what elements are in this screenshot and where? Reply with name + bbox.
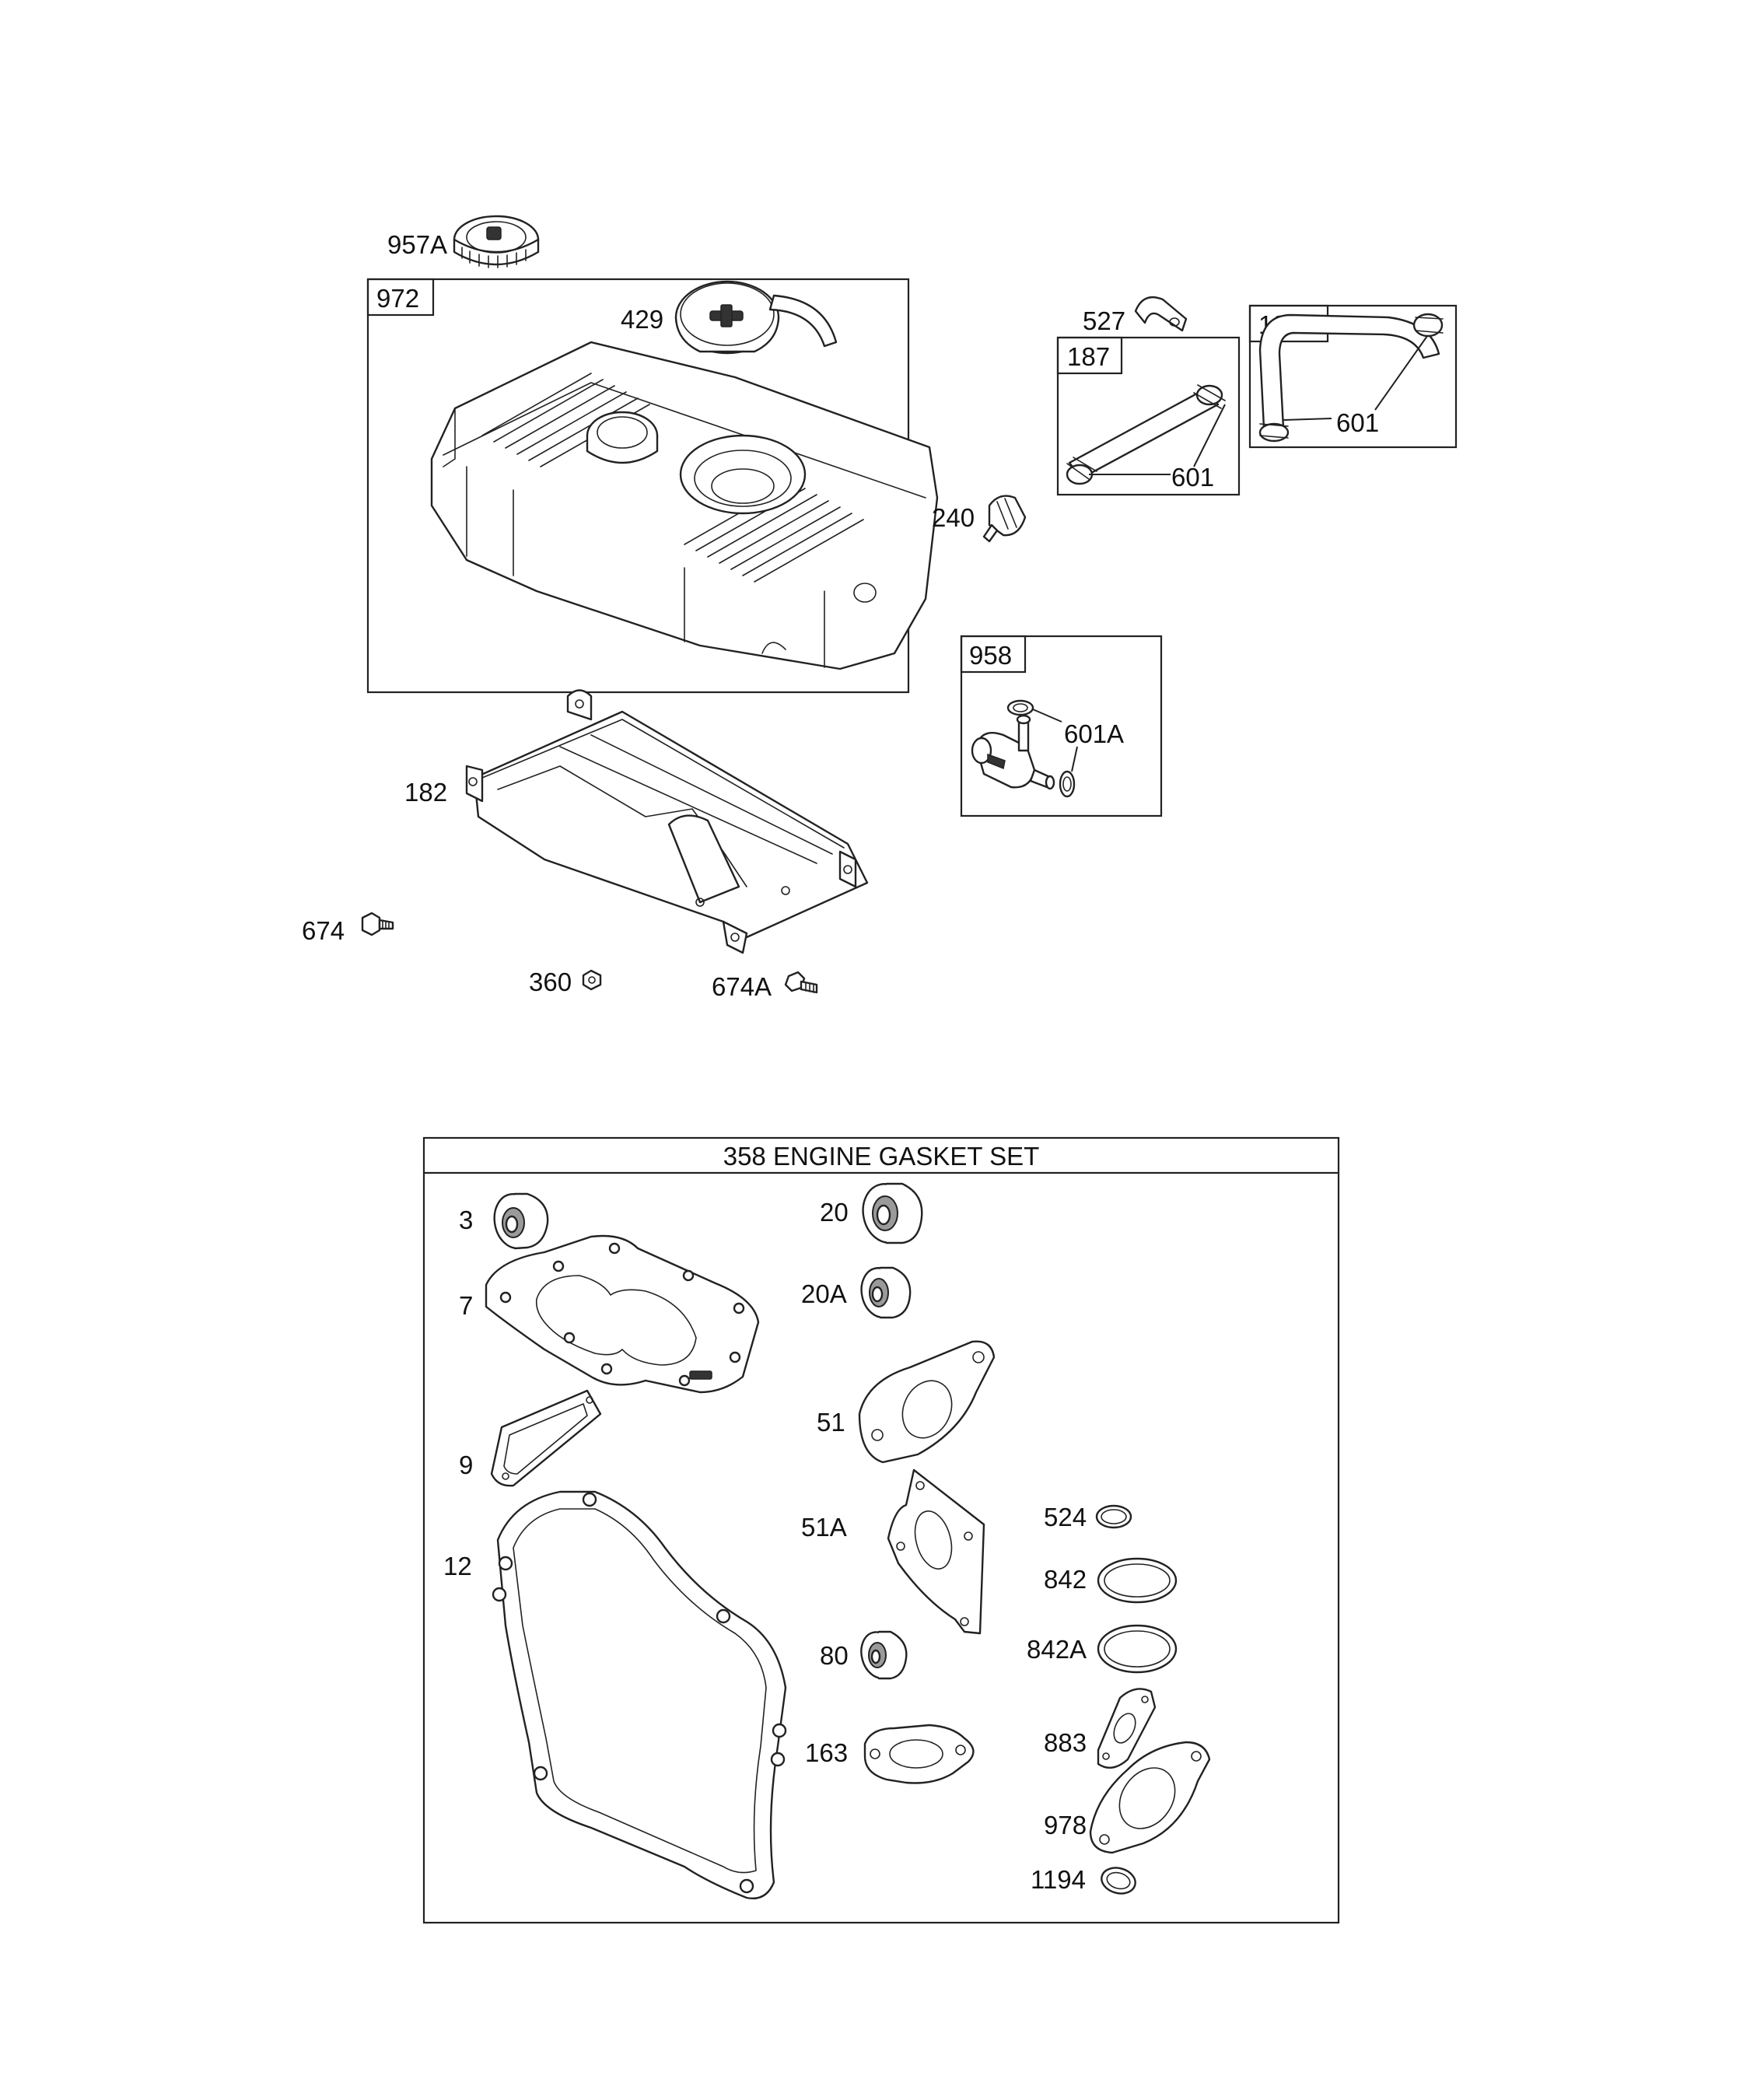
fuel-filter-240 xyxy=(982,495,1027,543)
fuel-tank-972 xyxy=(430,341,939,670)
o-ring-1194 xyxy=(1101,1867,1136,1895)
fuel-line-187 xyxy=(1066,384,1226,485)
label-429: 429 xyxy=(621,305,663,334)
seal-80 xyxy=(860,1630,908,1680)
label-842: 842 xyxy=(1044,1565,1087,1594)
label-958: 958 xyxy=(969,641,1012,670)
leader-601A-a xyxy=(1032,709,1062,723)
gasket-51 xyxy=(858,1340,996,1464)
leader-601-187-b xyxy=(1193,404,1226,467)
label-1194: 1194 xyxy=(1031,1865,1086,1894)
seal-3 xyxy=(493,1192,549,1250)
label-601-187A: 601 xyxy=(1336,408,1379,437)
fuel-line-187A xyxy=(1258,313,1444,443)
bolt-674A xyxy=(784,971,818,994)
label-524: 524 xyxy=(1044,1503,1087,1531)
gasket-163 xyxy=(863,1724,975,1784)
valve-958 xyxy=(971,714,1055,790)
label-51A: 51A xyxy=(801,1513,847,1542)
label-7: 7 xyxy=(459,1291,473,1320)
label-957A: 957A xyxy=(387,230,447,259)
head-gasket-7 xyxy=(485,1234,760,1394)
crankcase-gasket-12 xyxy=(492,1490,787,1899)
gasket-51A xyxy=(887,1468,985,1635)
o-ring-842A xyxy=(1097,1624,1178,1674)
gasket-set-box xyxy=(422,1136,1340,1924)
label-20A: 20A xyxy=(801,1279,847,1308)
label-601-187: 601 xyxy=(1171,463,1214,492)
label-163: 163 xyxy=(805,1738,848,1767)
label-187: 187 xyxy=(1067,342,1110,371)
label-674A: 674A xyxy=(712,972,772,1001)
label-674: 674 xyxy=(302,916,345,945)
label-972: 972 xyxy=(376,284,419,313)
label-842A: 842A xyxy=(1027,1635,1087,1664)
valve-958-box xyxy=(960,635,1163,817)
tank-cap-429 xyxy=(674,280,838,355)
label-80: 80 xyxy=(820,1641,849,1670)
tank-bracket-182 xyxy=(465,689,869,954)
label-51: 51 xyxy=(817,1408,845,1437)
fuel-cap-957A xyxy=(453,215,540,268)
label-9: 9 xyxy=(459,1451,473,1479)
o-ring-842 xyxy=(1097,1557,1178,1604)
label-360: 360 xyxy=(529,968,572,996)
leader-601-187A-b xyxy=(1374,335,1428,411)
label-182: 182 xyxy=(404,778,447,807)
label-883: 883 xyxy=(1044,1728,1087,1757)
label-3: 3 xyxy=(459,1206,473,1234)
fuel-line-187-box xyxy=(1056,336,1241,496)
gasket-978 xyxy=(1089,1741,1211,1854)
clamp-527 xyxy=(1134,296,1188,332)
o-ring-524 xyxy=(1095,1504,1132,1529)
gasket-set-title: 358 ENGINE GASKET SET xyxy=(723,1142,1040,1171)
seal-20 xyxy=(862,1182,923,1244)
label-527: 527 xyxy=(1083,306,1125,335)
label-240: 240 xyxy=(932,503,975,532)
clamp-601A-top xyxy=(1006,699,1034,716)
bolt-674 xyxy=(361,912,394,936)
leader-601A-b xyxy=(1071,746,1078,772)
label-601A: 601A xyxy=(1064,719,1124,748)
nut-360 xyxy=(582,969,602,991)
gasket-883 xyxy=(1097,1688,1157,1769)
gasket-9 xyxy=(490,1389,602,1487)
clamp-601A-side xyxy=(1059,770,1076,798)
label-978: 978 xyxy=(1044,1811,1087,1839)
leader-601-187A-a xyxy=(1283,418,1332,421)
label-20: 20 xyxy=(820,1198,849,1227)
label-12: 12 xyxy=(443,1552,472,1580)
seal-20A xyxy=(860,1266,912,1319)
